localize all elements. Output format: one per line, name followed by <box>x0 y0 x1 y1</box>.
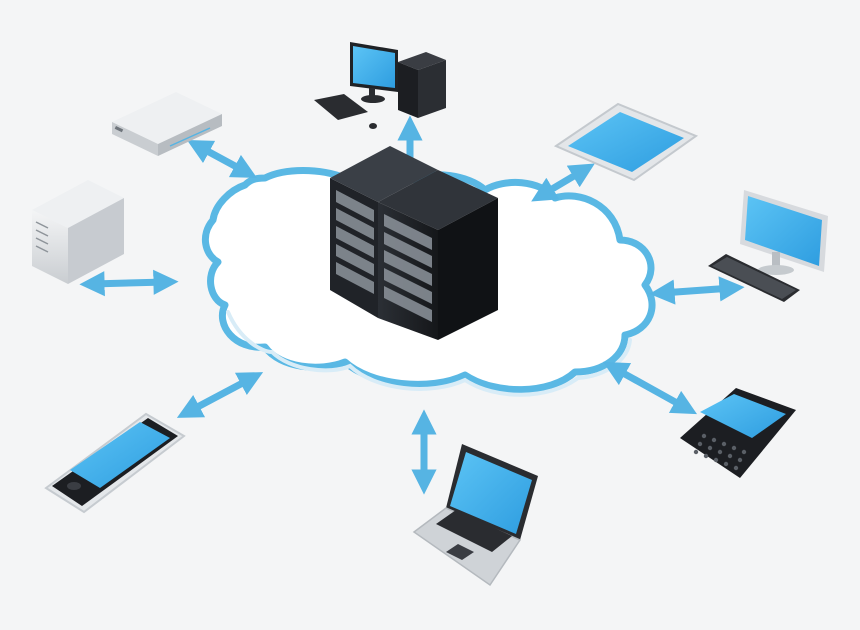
desktop-monitor-keyboard-icon <box>708 190 828 302</box>
arrow-to-rack-server-unit <box>186 139 258 179</box>
arrow-to-blackberry <box>602 361 698 415</box>
tablet-icon <box>553 102 699 182</box>
rack-server-unit-icon <box>112 92 222 156</box>
connection-arrows <box>79 115 745 495</box>
smartphone-icon <box>44 412 186 514</box>
tower-server-icon <box>32 180 124 284</box>
server-rack-icon <box>330 146 498 340</box>
desktop-tower-pc-icon <box>314 42 446 129</box>
laptop-icon <box>412 444 538 587</box>
arrow-to-smartphone <box>176 372 264 418</box>
arrow-to-desktop-monitor <box>649 276 745 305</box>
arrow-to-tower-server <box>79 269 179 297</box>
arrow-to-tablet <box>531 163 595 202</box>
blackberry-phone-icon <box>680 388 796 478</box>
